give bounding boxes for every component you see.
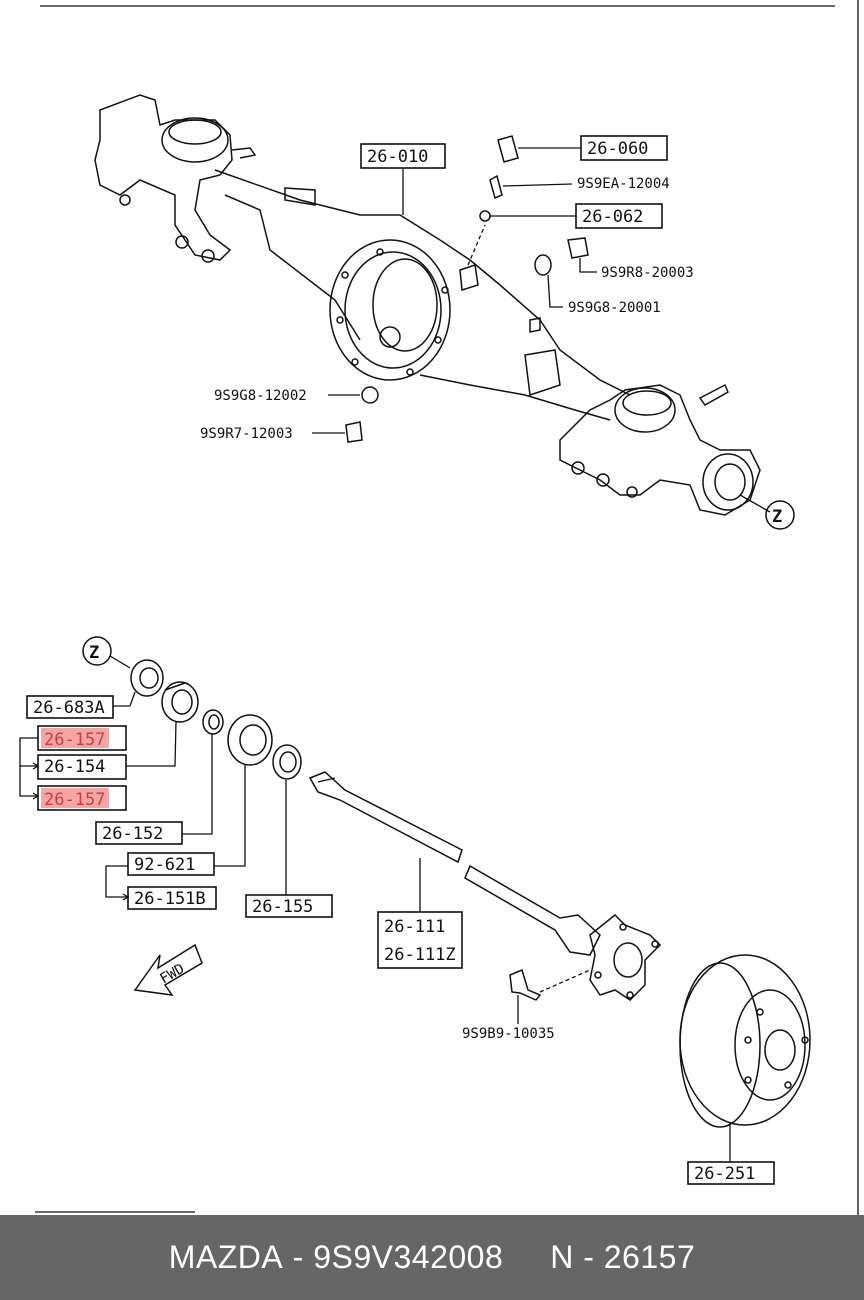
- footer-bar: MAZDA - 9S9V342008 N - 26157: [0, 1215, 864, 1300]
- spacer: [503, 1239, 550, 1276]
- svg-text:26-683A: 26-683A: [33, 698, 105, 718]
- callout-92-621: 92-621: [127, 765, 246, 876]
- svg-text:92-621: 92-621: [134, 855, 195, 875]
- svg-text:9S9B9-10035: 9S9B9-10035: [462, 1026, 555, 1042]
- shaft-parts-drawing: [130, 659, 811, 1128]
- svg-text:26-111: 26-111: [384, 917, 445, 937]
- svg-text:Z: Z: [772, 507, 782, 527]
- callout-9s9ea-12004: 9S9EA-12004: [502, 176, 670, 192]
- callout-26-152: 26-152: [95, 734, 213, 845]
- callout-26-060: 26-060: [518, 135, 668, 161]
- callout-26-111: 26-111 26-111Z: [377, 858, 463, 969]
- parts-diagram: 26-010 26-060 9S9EA-12004 26-062 9S9R8-2…: [19, 0, 859, 1215]
- svg-text:26-151B: 26-151B: [134, 889, 206, 909]
- axle-housing-drawing: [94, 94, 771, 516]
- svg-text:Z: Z: [89, 643, 99, 663]
- svg-text:26-060: 26-060: [587, 139, 648, 159]
- callout-26-683a: 26-683A: [26, 691, 136, 719]
- svg-text:26-062: 26-062: [582, 207, 643, 227]
- svg-text:9S9G8-12002: 9S9G8-12002: [214, 388, 307, 404]
- callout-9s9r8-20003: 9S9R8-20003: [579, 258, 694, 281]
- z-marker-bottom: Z: [82, 636, 131, 669]
- highlight-26-157-a: [41, 728, 109, 748]
- callout-9s9r7-12003: 9S9R7-12003: [200, 426, 345, 442]
- callout-26-157-highlighted-a: 26-157: [37, 725, 127, 751]
- svg-text:26-154: 26-154: [44, 757, 105, 777]
- callout-9s9b9-10035: 9S9B9-10035: [462, 995, 555, 1042]
- svg-text:26-152: 26-152: [102, 824, 163, 844]
- callout-26-251: 26-251: [687, 1122, 775, 1185]
- brand-text: MAZDA: [168, 1239, 284, 1275]
- fwd-arrow: FWD: [133, 943, 203, 996]
- svg-text:9S9R8-20003: 9S9R8-20003: [601, 265, 694, 281]
- highlight-26-157-b: [41, 788, 109, 808]
- svg-text:9S9R7-12003: 9S9R7-12003: [200, 426, 293, 442]
- svg-text:26-155: 26-155: [252, 897, 313, 917]
- svg-text:26-157: 26-157: [44, 730, 105, 750]
- callout-26-151b: 26-151B: [105, 865, 217, 910]
- callout-26-157-highlighted-b: 26-157: [19, 766, 127, 811]
- callout-9s9g8-12002: 9S9G8-12002: [214, 388, 360, 404]
- svg-text:26-157: 26-157: [44, 790, 105, 810]
- z-marker-top: Z: [765, 500, 795, 530]
- svg-text:9S9EA-12004: 9S9EA-12004: [577, 176, 670, 192]
- callout-26-010: 26-010: [360, 143, 446, 215]
- part-code: N - 26157: [550, 1239, 696, 1275]
- separator: -: [283, 1239, 314, 1275]
- svg-text:26-010: 26-010: [367, 147, 428, 167]
- callout-9s9g8-20001: 9S9G8-20001: [547, 274, 661, 316]
- callout-26-062: 26-062: [490, 203, 663, 229]
- callout-26-154: 26-154: [19, 721, 177, 780]
- svg-text:26-251: 26-251: [694, 1164, 755, 1184]
- oem-number: 9S9V342008: [313, 1239, 504, 1275]
- callout-26-155: 26-155: [245, 780, 333, 918]
- svg-text:26-111Z: 26-111Z: [384, 945, 456, 965]
- svg-text:9S9G8-20001: 9S9G8-20001: [568, 300, 661, 316]
